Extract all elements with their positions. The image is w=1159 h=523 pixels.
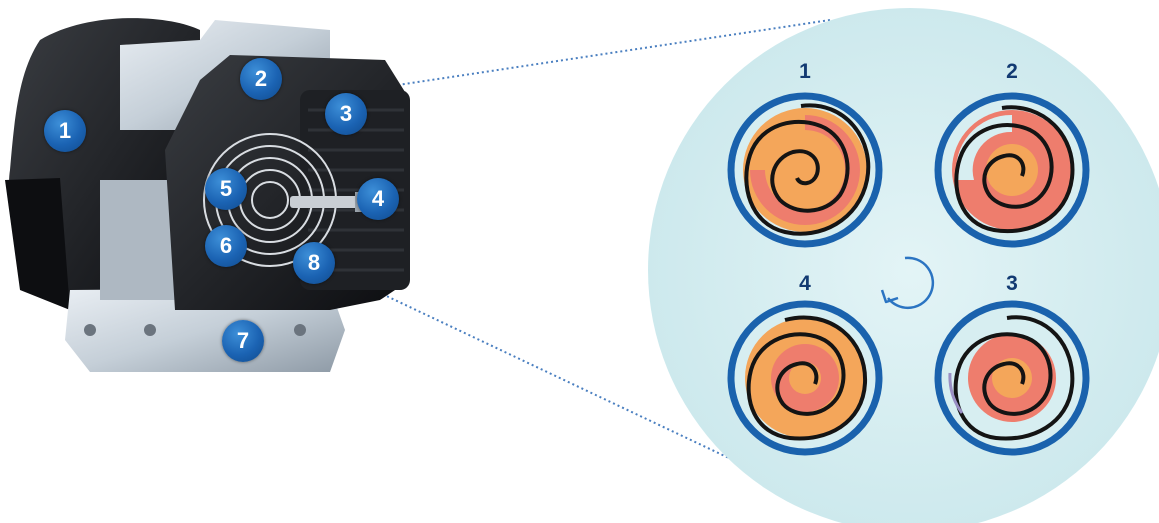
phase-label-2: 2 <box>992 60 1032 84</box>
scroll-phase-1 <box>731 96 879 244</box>
scroll-phase-2 <box>938 96 1086 244</box>
phase-label-1: 1 <box>785 60 825 84</box>
phase-label-4: 4 <box>785 272 825 296</box>
zoom-circle <box>648 8 1159 523</box>
scroll-phase-4 <box>731 304 879 452</box>
phase-label-3: 3 <box>992 272 1032 296</box>
scroll-phase-3 <box>938 304 1086 452</box>
